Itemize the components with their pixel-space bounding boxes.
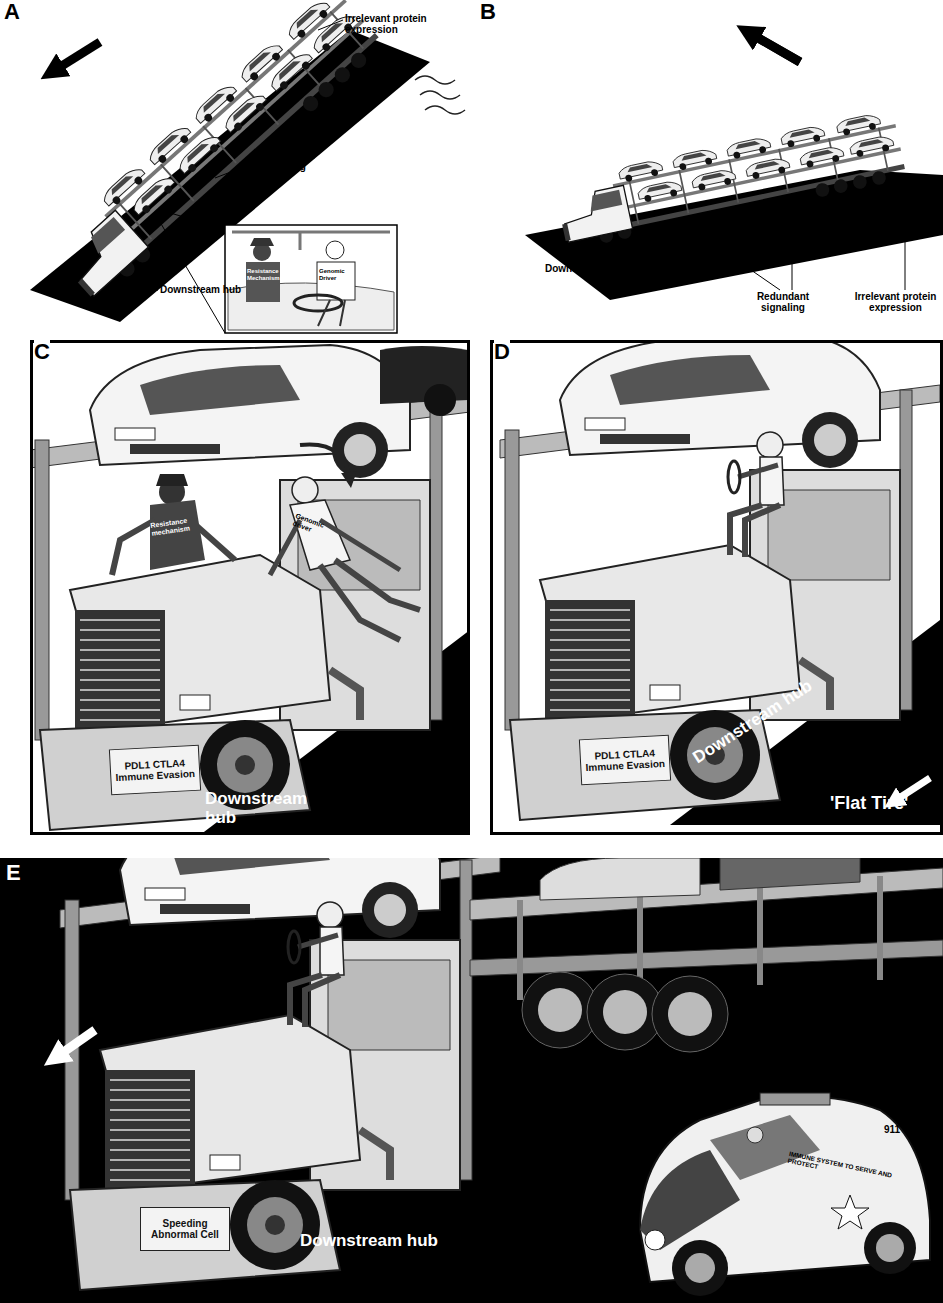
plate-text: PDL1 CTLA4 Immune Evasion bbox=[580, 746, 669, 774]
panel-e-part-part bbox=[652, 976, 728, 1052]
police-car-part bbox=[876, 1234, 904, 1262]
annotation-label: Genomic Driver bbox=[319, 268, 353, 281]
panel-e-part bbox=[55, 858, 943, 1295]
panel-d bbox=[492, 335, 942, 834]
panel-d-part-part bbox=[500, 342, 940, 825]
panel-e-part-part bbox=[603, 990, 647, 1034]
panel-c-part-part bbox=[292, 477, 318, 503]
police-car-part bbox=[645, 1230, 665, 1250]
plate-text: PDL1 CTLA4 Immune Evasion bbox=[110, 756, 199, 784]
panel-a-part bbox=[318, 300, 345, 326]
police-car-part bbox=[640, 1150, 740, 1250]
plate-text: Speeding Abnormal Cell bbox=[141, 1218, 229, 1241]
annotation-label: Redundant signaling bbox=[262, 150, 342, 172]
panel-letter: A bbox=[4, 0, 20, 24]
bumper-plate: Speeding Abnormal Cell bbox=[140, 1207, 230, 1251]
panel-b-part bbox=[553, 110, 907, 251]
panel-a bbox=[30, 0, 465, 333]
panel-e-part-part bbox=[60, 858, 500, 1295]
panel-c-part-part bbox=[270, 520, 400, 575]
police-car-part bbox=[710, 1115, 820, 1180]
police-car-part bbox=[672, 1240, 728, 1296]
police-car-part bbox=[831, 1195, 869, 1229]
panel-c-part-part bbox=[190, 520, 235, 560]
panel-letter: C bbox=[34, 340, 50, 364]
annotation-label: Redundant signaling bbox=[748, 291, 818, 313]
bumper-plate: PDL1 CTLA4 Immune Evasion bbox=[109, 745, 201, 796]
panel-c-part bbox=[32, 342, 469, 834]
panel-b bbox=[525, 32, 943, 300]
panel-a-part bbox=[326, 241, 344, 259]
panel-d-part-part bbox=[728, 432, 784, 557]
police-car-part bbox=[864, 1222, 916, 1274]
panel-c-part-part bbox=[320, 560, 420, 640]
panel-c-part-part bbox=[32, 345, 468, 833]
annotation-label: 'Flat Tire' bbox=[830, 794, 940, 814]
annotation-label: Resistance mechanism bbox=[150, 515, 200, 537]
police-car bbox=[640, 1093, 930, 1296]
annotation-label: Downstream hub bbox=[690, 643, 868, 768]
police-car-part bbox=[760, 1093, 830, 1105]
annotation-label: Irrelevant protein expression bbox=[345, 13, 475, 35]
panel-c-part-part bbox=[156, 474, 188, 486]
annotation-label: Downstream hub bbox=[545, 263, 655, 274]
panel-a-part bbox=[45, 0, 386, 305]
annotation-label: Downstream hub bbox=[205, 790, 335, 827]
panel-e-part-part bbox=[540, 858, 700, 900]
panel-e-part-part bbox=[288, 902, 344, 1027]
annotation-label: Resistance Mechanism bbox=[247, 268, 279, 281]
annotation-label: Downstream hub bbox=[160, 284, 260, 295]
panel-b-part bbox=[748, 32, 800, 62]
police-car-part bbox=[747, 1127, 763, 1143]
annotation-label: 911 bbox=[884, 1124, 900, 1135]
panel-c-part-part bbox=[300, 444, 350, 480]
panel-letter: B bbox=[480, 0, 496, 24]
panel-a-part bbox=[415, 76, 465, 114]
panel-a-part bbox=[294, 295, 342, 311]
panel-b-part bbox=[585, 196, 905, 290]
panel-e-part-part bbox=[538, 988, 582, 1032]
annotation-label: IMMUNE SYSTEM TO SERVE AND PROTECT bbox=[787, 1150, 907, 1189]
panel-d-part bbox=[500, 342, 940, 825]
panel-letter: D bbox=[494, 340, 510, 364]
panel-c bbox=[30, 342, 470, 836]
panel-c-part-part bbox=[112, 520, 155, 575]
annotation-label: Irrelevant protein expression bbox=[848, 291, 943, 313]
panel-e-part-part bbox=[668, 992, 712, 1036]
panel-e bbox=[0, 805, 943, 1303]
bumper-plate: PDL1 CTLA4 Immune Evasion bbox=[579, 735, 671, 786]
panel-e-part-part bbox=[720, 858, 860, 890]
panel-a-part bbox=[52, 42, 100, 72]
panel-d-part bbox=[492, 342, 942, 834]
panel-a-part bbox=[246, 262, 280, 302]
panel-e-part-part bbox=[55, 1030, 95, 1058]
panel-a-part bbox=[250, 238, 274, 246]
panel-letter: E bbox=[6, 861, 21, 885]
panel-c-part-part bbox=[150, 500, 205, 570]
annotation-label: Genomic driver bbox=[292, 512, 340, 542]
panel-b-part bbox=[748, 32, 800, 62]
panel-c-part-part bbox=[424, 384, 456, 416]
panel-a-part bbox=[225, 225, 397, 333]
annotation-label: Downstream hub bbox=[300, 1232, 450, 1251]
panel-e-part-part bbox=[470, 940, 943, 976]
police-car-part bbox=[685, 1253, 715, 1283]
panel-a-part bbox=[160, 210, 225, 333]
panel-c-part bbox=[32, 345, 468, 833]
